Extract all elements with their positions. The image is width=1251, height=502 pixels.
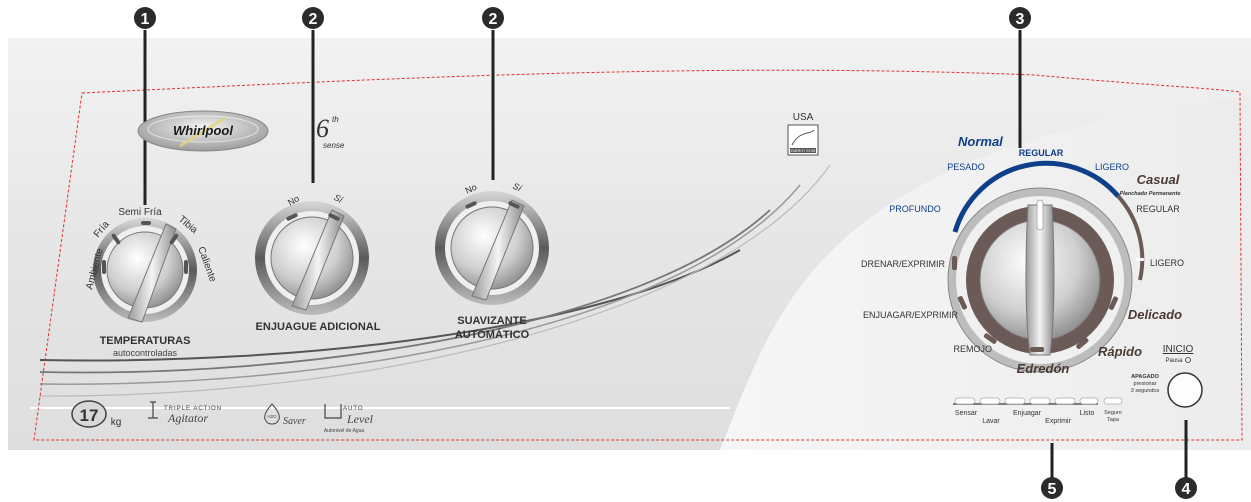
cycle-regular-normal[interactable]: REGULAR bbox=[1019, 148, 1064, 158]
svg-text:Semi Fría: Semi Fría bbox=[118, 207, 162, 218]
svg-text:6: 6 bbox=[316, 114, 329, 143]
panel-outline bbox=[33, 69, 1243, 441]
svg-text:Level: Level bbox=[346, 412, 374, 426]
status-sensar: Sensar bbox=[955, 410, 978, 417]
status-lights bbox=[953, 397, 1123, 405]
cycle-dial-knob[interactable] bbox=[947, 187, 1133, 373]
pause-label: Pausa bbox=[1165, 358, 1183, 364]
status-exprimir: Exprimir bbox=[1045, 418, 1071, 425]
svg-text:H2O: H2O bbox=[267, 414, 277, 419]
softener-off-label: No bbox=[464, 182, 479, 196]
callout-marker-2b: 2 bbox=[482, 7, 504, 29]
svg-text:Saver: Saver bbox=[283, 416, 306, 427]
cycle-drenar-exprimir[interactable]: DRENAR/EXPRIMIR bbox=[861, 259, 946, 269]
sixth-sense-logo: 6 th sense bbox=[316, 114, 345, 150]
tub-icon bbox=[324, 404, 342, 419]
cycle-ligero-casual[interactable]: LIGERO bbox=[1150, 258, 1184, 268]
off-label-line1: APAGADO bbox=[1131, 374, 1159, 380]
start-label: INICIO bbox=[1163, 344, 1194, 355]
brand-logo: Whirlpool bbox=[137, 110, 269, 152]
cycle-dial-ticks bbox=[952, 256, 1144, 352]
extra-rinse-knob[interactable] bbox=[255, 201, 369, 315]
water-drop-icon bbox=[264, 403, 280, 425]
svg-text:th: th bbox=[332, 115, 339, 124]
svg-text:17: 17 bbox=[80, 406, 99, 425]
cycle-regular-casual[interactable]: REGULAR bbox=[1136, 204, 1180, 214]
callout-marker-2a: 2 bbox=[302, 7, 324, 29]
svg-text:AUTO: AUTO bbox=[343, 406, 364, 412]
callout-marker-1: 1 bbox=[134, 7, 156, 29]
svg-text:4: 4 bbox=[1182, 481, 1191, 498]
cycle-dial-track bbox=[952, 160, 1145, 281]
cycle-rapido[interactable]: Rápido bbox=[1098, 344, 1142, 359]
extra-rinse-title: ENJUAGUE ADICIONAL bbox=[256, 321, 381, 333]
start-pause-button[interactable] bbox=[1167, 372, 1203, 408]
power-icon bbox=[1185, 357, 1191, 363]
off-label-line3: 3 segundos bbox=[1131, 388, 1160, 394]
svg-text:Agitator: Agitator bbox=[167, 411, 208, 425]
h2o-saver-badge: H2O Saver bbox=[264, 403, 306, 427]
callout-marker-5: 5 bbox=[1041, 477, 1063, 499]
temperature-title: TEMPERATURAS bbox=[100, 335, 191, 347]
softener-knob[interactable] bbox=[435, 191, 549, 305]
svg-text:USA: USA bbox=[793, 112, 814, 123]
softener-title-line2: AUTOMÁTICO bbox=[455, 328, 530, 341]
cycle-ligero-normal[interactable]: LIGERO bbox=[1095, 162, 1129, 172]
cycle-remojo[interactable]: REMOJO bbox=[953, 344, 992, 354]
agitator-icon bbox=[148, 401, 158, 419]
cycle-delicado[interactable]: Delicado bbox=[1128, 307, 1182, 322]
status-lid-line2: Tapa bbox=[1107, 417, 1120, 423]
cycle-profundo[interactable]: PROFUNDO bbox=[889, 204, 941, 214]
temperature-knob[interactable] bbox=[93, 218, 197, 323]
triple-action-badge: TRIPLE ACTION Agitator bbox=[148, 401, 222, 425]
svg-text:ENERGY STAR: ENERGY STAR bbox=[791, 149, 816, 153]
cycle-enjuagar-exprimir[interactable]: ENJUAGAR/EXPRIMIR bbox=[863, 310, 959, 320]
cycle-edredon[interactable]: Edredón bbox=[1017, 361, 1070, 376]
svg-text:3: 3 bbox=[1016, 11, 1025, 28]
auto-level-badge: AUTO Level Autonivel de Agua bbox=[324, 404, 374, 434]
softener-title-line1: SUAVIZANTE bbox=[457, 315, 526, 327]
svg-text:1: 1 bbox=[141, 11, 150, 28]
svg-text:5: 5 bbox=[1048, 481, 1057, 498]
cycle-pesado[interactable]: PESADO bbox=[947, 162, 985, 172]
capacity-badge: 17 kg bbox=[71, 400, 122, 428]
temperature-subtitle: autocontroladas bbox=[113, 348, 178, 358]
status-enjuagar: Enjuagar bbox=[1013, 410, 1042, 417]
extra-rinse-off-label: No bbox=[286, 193, 301, 207]
status-lavar: Lavar bbox=[982, 418, 1000, 425]
svg-text:sense: sense bbox=[323, 141, 345, 150]
status-listo: Listo bbox=[1080, 410, 1095, 417]
cycle-group-normal: Normal bbox=[958, 134, 1003, 149]
cycle-casual-subtitle: Planchado Permanente bbox=[1120, 191, 1181, 197]
callout-marker-3: 3 bbox=[1009, 7, 1031, 29]
svg-text:Autonivel de Agua: Autonivel de Agua bbox=[324, 428, 365, 434]
svg-text:2: 2 bbox=[489, 11, 498, 28]
svg-text:TRIPLE ACTION: TRIPLE ACTION bbox=[164, 406, 222, 412]
status-lid-line1: Seguro bbox=[1104, 410, 1122, 416]
callout-marker-4: 4 bbox=[1175, 477, 1197, 499]
cycle-group-casual: Casual bbox=[1137, 172, 1180, 187]
svg-text:kg: kg bbox=[111, 417, 122, 428]
energy-star-badge: USA ENERGY STAR bbox=[787, 112, 819, 156]
svg-text:Whirlpool: Whirlpool bbox=[173, 123, 233, 138]
off-label-line2: presionar bbox=[1134, 381, 1157, 387]
svg-text:2: 2 bbox=[309, 11, 318, 28]
callout-lines bbox=[143, 30, 1188, 478]
